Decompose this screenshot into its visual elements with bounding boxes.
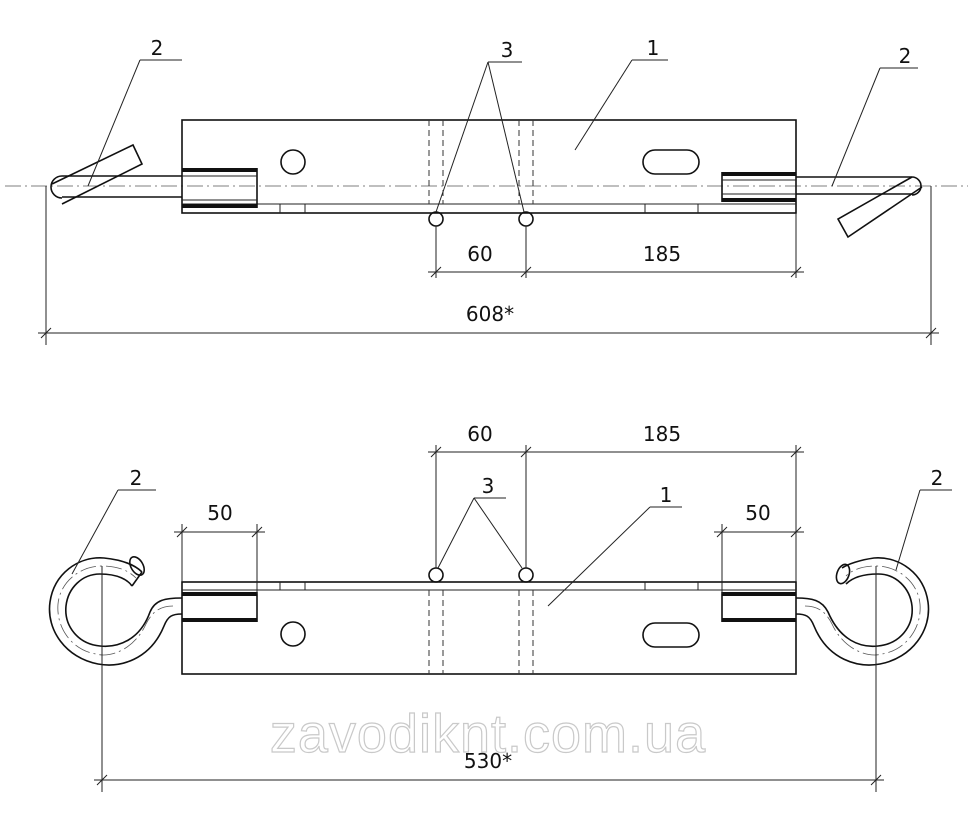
dim-overall-bottom: 530* [464,749,512,773]
round-hole-bottom [280,621,306,647]
dim-50-right: 50 [745,501,770,525]
sleeve-left-bottom [182,592,258,622]
dim-185-top: 185 [643,242,681,266]
callout-1-bottom: 1 [660,483,673,507]
hook-right-bottom [795,557,930,666]
callout-3-top: 3 [501,38,514,62]
callout-3-bottom: 3 [482,474,495,498]
hole-3-right [518,211,534,227]
callout-2-right-bottom: 2 [931,466,944,490]
hook-right [796,176,923,239]
callouts-top: 2 3 1 2 [87,36,918,213]
top-view: 60 185 608* 2 3 1 2 [5,36,968,345]
hole-3-right-bottom [518,567,534,583]
dim-185-bottom: 185 [643,422,681,446]
callout-2-left-top: 2 [151,36,164,60]
dim-50-left: 50 [207,501,232,525]
plate [181,119,797,214]
hook-left [50,143,182,205]
dimensions-bottom: 60 185 50 50 530* [94,422,884,792]
sleeve-right-bottom [721,592,796,622]
plate-bottom [181,581,797,675]
slot-hole [642,149,700,175]
dim-60-top: 60 [467,242,492,266]
dimensions-top: 60 185 608* [38,186,939,345]
hook-left-bottom [48,556,183,666]
dim-60-bottom: 60 [467,422,492,446]
callout-1-top: 1 [647,36,660,60]
round-hole [280,149,306,175]
bottom-view: 60 185 50 50 530* 2 [48,422,952,792]
watermark: zavodiknt.com.ua [270,704,706,764]
hole-3-left-bottom [428,567,444,583]
callout-2-right-top: 2 [899,44,912,68]
plate-outline [181,119,797,214]
plate-outline-bottom [181,581,797,675]
callouts-bottom: 2 3 1 2 [71,466,952,607]
sleeve-left [182,168,258,208]
dim-overall-top: 608* [466,302,514,326]
slot-hole-bottom [642,622,700,648]
sleeve-right [721,172,796,202]
callout-2-left-bottom: 2 [130,466,143,490]
hole-3-left [428,211,444,227]
